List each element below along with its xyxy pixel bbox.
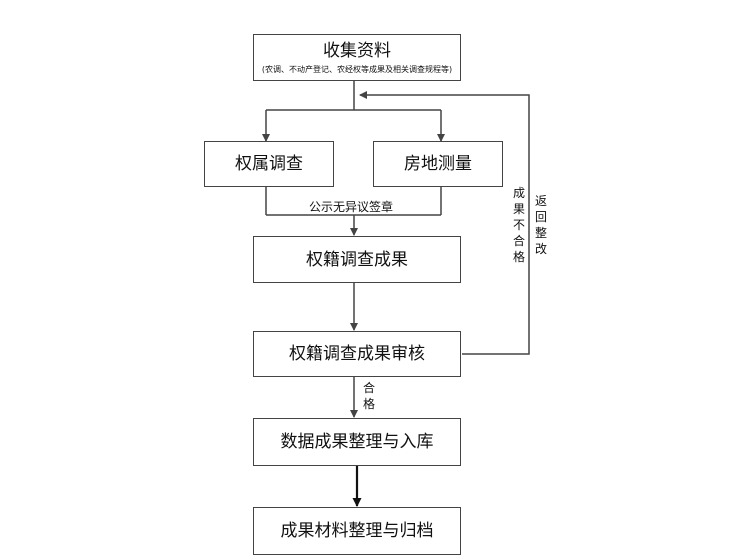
archive-title: 成果材料整理与归档 (280, 521, 434, 541)
collect-data-box: 收集资料 (农调、不动产登记、农经权等成果及相关调查规程等) (253, 34, 461, 81)
collect-data-title: 收集资料 (323, 40, 391, 61)
result-review-box: 权籍调查成果审核 (253, 331, 461, 377)
property-measurement-box: 房地测量 (373, 141, 503, 187)
rework-label: 返回整改 (534, 194, 547, 256)
cadastral-result-box: 权籍调查成果 (253, 236, 461, 283)
database-title: 数据成果整理与入库 (280, 432, 434, 452)
cadastral-result-title: 权籍调查成果 (306, 249, 408, 270)
pass-label: 合格 (362, 381, 375, 411)
collect-data-subtitle: (农调、不动产登记、农经权等成果及相关调查规程等) (261, 64, 453, 74)
property-measurement-title: 房地测量 (404, 154, 472, 174)
result-review-title: 权籍调查成果审核 (289, 344, 425, 364)
ownership-survey-title: 权属调查 (235, 154, 303, 174)
archive-box: 成果材料整理与归档 (253, 507, 461, 555)
ownership-survey-box: 权属调查 (204, 141, 334, 187)
return-loop-line (359, 91, 530, 355)
fail-label: 成果不合格 (512, 186, 525, 264)
database-box: 数据成果整理与入库 (253, 418, 461, 466)
publicity-label: 公示无异议签章 (309, 200, 394, 214)
